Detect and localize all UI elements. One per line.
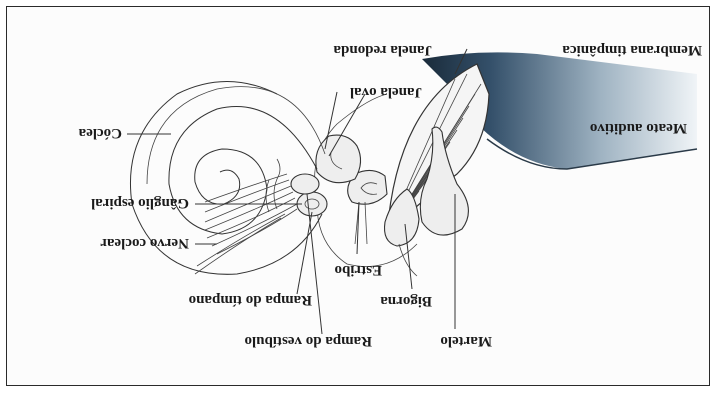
- label-ganglio-espiral: Gânglio espiral: [91, 195, 189, 211]
- label-janela-redonda: Janela redonda: [333, 42, 432, 58]
- vestibule: [316, 135, 361, 183]
- label-coclea: Cóclea: [78, 125, 122, 141]
- scala-vestibuli: [291, 174, 319, 194]
- label-rampa-vestibulo: Rampa do vestíbulo: [244, 333, 372, 349]
- label-janela-oval: Janela oval: [350, 84, 422, 100]
- label-bigorna: Bigorna: [380, 293, 432, 309]
- incus: [385, 189, 420, 276]
- label-martelo: Martelo: [440, 333, 492, 349]
- label-nervo-coclear: Nervo coclear: [100, 235, 189, 251]
- label-meato-auditivo: Meato auditivo: [590, 120, 687, 136]
- label-rampa-timpano: Rampa do tímpano: [189, 292, 312, 308]
- cochlear-nerve-bundle: [195, 159, 297, 274]
- label-estribo: Estribo: [334, 262, 382, 278]
- label-membrana-timpanica: Membrana timpânica: [562, 42, 702, 58]
- stapes: [348, 170, 387, 244]
